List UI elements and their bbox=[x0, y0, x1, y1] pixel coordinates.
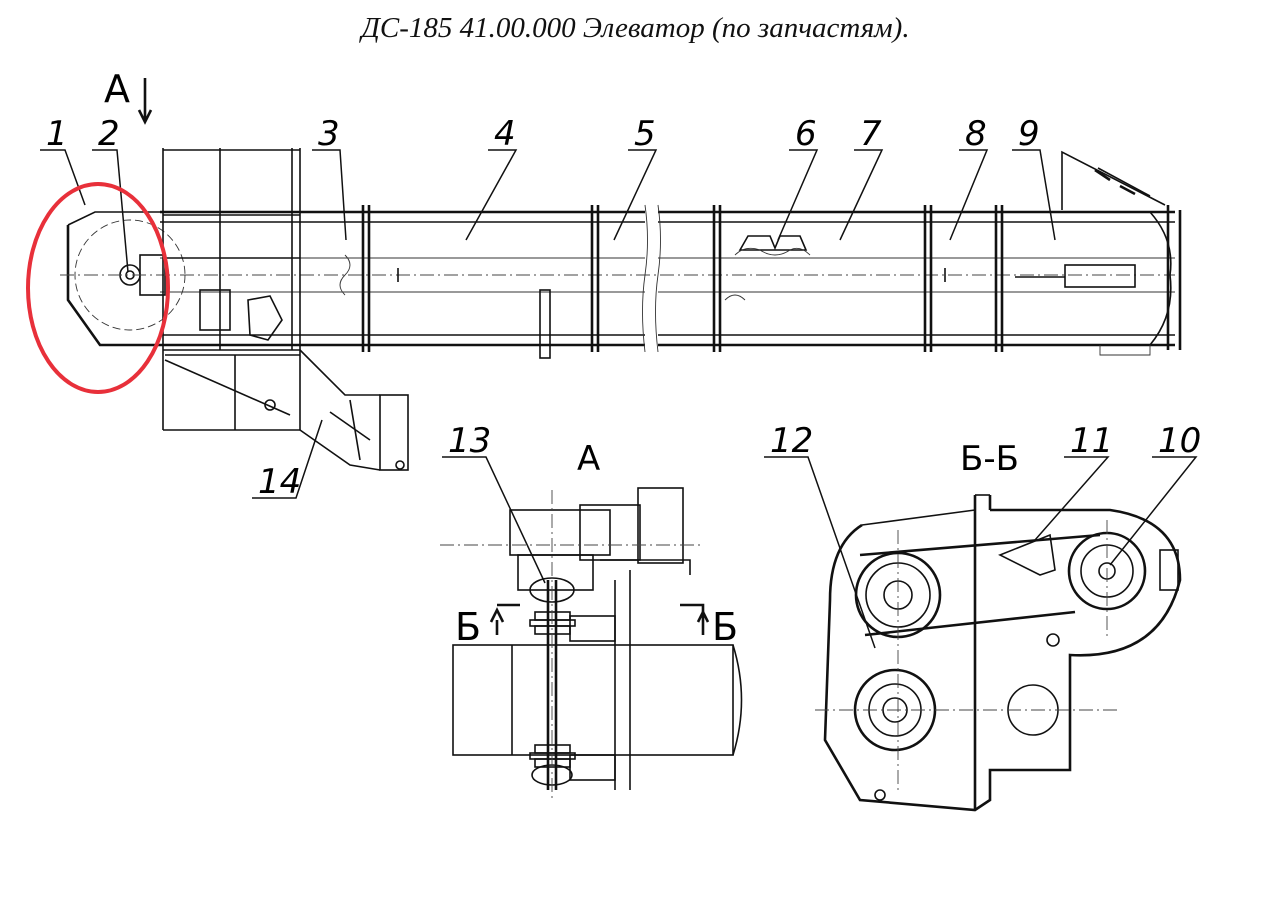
callout-1: 1 bbox=[40, 114, 86, 206]
section-mark-right: Б bbox=[712, 605, 738, 649]
svg-text:12: 12 bbox=[770, 421, 813, 461]
page-title: ДС-185 41.00.000 Элеватор (по запчастям)… bbox=[361, 12, 910, 44]
svg-text:2: 2 bbox=[98, 114, 120, 154]
view-a-arrow-label: А bbox=[104, 67, 130, 111]
callout-13: 13 bbox=[442, 421, 546, 584]
section-markers bbox=[489, 603, 710, 635]
svg-text:9: 9 bbox=[1018, 114, 1040, 154]
section-mark-left: Б bbox=[455, 605, 481, 649]
svg-text:5: 5 bbox=[634, 114, 656, 154]
highlight-circle bbox=[26, 182, 170, 394]
callout-6: 6 bbox=[777, 114, 819, 241]
callout-11: 11 bbox=[1034, 421, 1113, 541]
callout-9: 9 bbox=[1012, 114, 1056, 241]
svg-text:8: 8 bbox=[965, 114, 987, 154]
callout-2: 2 bbox=[92, 114, 129, 273]
callout-8: 8 bbox=[949, 114, 989, 241]
callout-5: 5 bbox=[613, 114, 658, 241]
callout-10: 10 bbox=[1109, 421, 1201, 566]
svg-text:7: 7 bbox=[860, 114, 882, 154]
section-bb-label: Б-Б bbox=[960, 439, 1019, 479]
svg-text:13: 13 bbox=[448, 421, 491, 461]
view-a-drive bbox=[440, 487, 743, 800]
section-bb bbox=[815, 494, 1182, 812]
svg-text:6: 6 bbox=[795, 114, 817, 154]
callout-3: 3 bbox=[312, 114, 347, 241]
view-a-label: А bbox=[577, 439, 600, 479]
svg-text:14: 14 bbox=[258, 462, 301, 502]
svg-text:1: 1 bbox=[46, 114, 68, 154]
callout-14: 14 bbox=[252, 419, 323, 502]
svg-text:3: 3 bbox=[318, 114, 340, 154]
callout-4: 4 bbox=[465, 114, 518, 241]
svg-text:4: 4 bbox=[494, 114, 516, 154]
view-a-arrow bbox=[137, 78, 153, 125]
callout-12: 12 bbox=[764, 421, 876, 649]
elevator-side-view bbox=[60, 148, 1182, 471]
svg-text:10: 10 bbox=[1158, 421, 1201, 461]
svg-text:11: 11 bbox=[1070, 421, 1113, 461]
callout-7: 7 bbox=[839, 114, 884, 241]
